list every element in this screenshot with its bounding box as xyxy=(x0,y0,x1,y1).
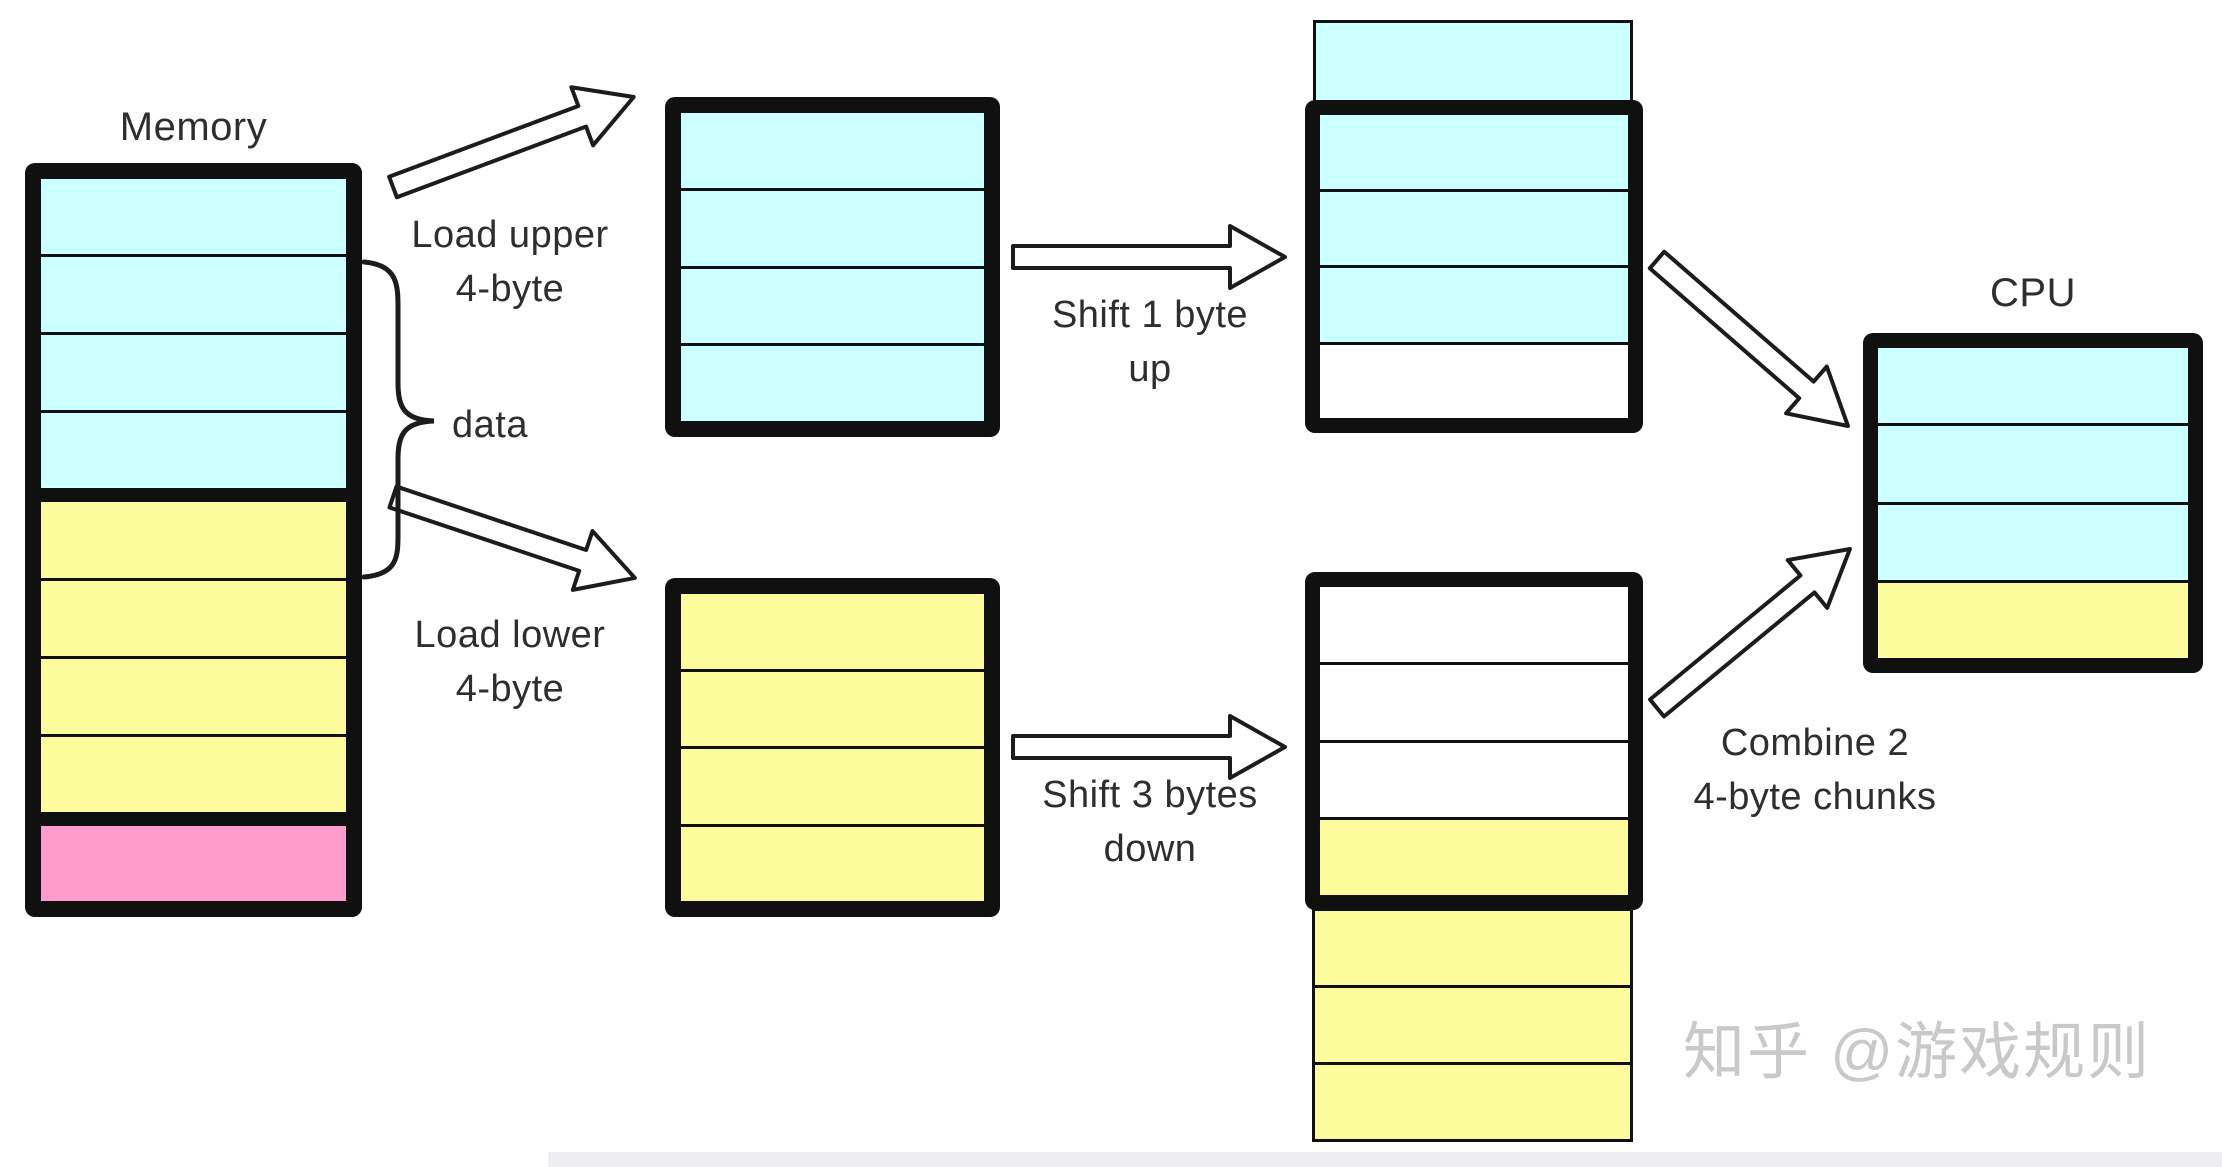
byte-cell-cyan xyxy=(41,179,346,255)
shift-up-line2: up xyxy=(1128,348,1172,390)
byte-cell-white xyxy=(1320,344,1628,418)
byte-cell-cyan xyxy=(1878,348,2188,424)
byte-cell-yellow xyxy=(1315,1065,1630,1139)
memory-lower-word xyxy=(41,502,346,812)
byte-cell-cyan xyxy=(1878,426,2188,502)
byte-cell-cyan xyxy=(1320,115,1628,189)
memory-title: Memory xyxy=(119,105,268,149)
byte-cell-yellow xyxy=(1315,911,1630,985)
shifted-upper-overflow xyxy=(1313,20,1633,104)
memory-next-word xyxy=(41,825,346,902)
shift-up-arrow xyxy=(1011,224,1287,290)
shift-down-label: Shift 3 bytes down xyxy=(1000,768,1300,876)
load-upper-line2: 4-byte xyxy=(455,268,565,310)
byte-cell-cyan xyxy=(1320,268,1628,342)
load-lower-label: Load lower 4-byte xyxy=(360,608,660,716)
byte-cell-cyan xyxy=(681,190,984,266)
lower-register-rows xyxy=(681,594,984,901)
load-upper-line1: Load upper xyxy=(411,214,609,256)
shifted-upper-overflow-rows xyxy=(1316,23,1630,101)
watermark: 知乎 @游戏规则 xyxy=(1683,1018,2152,1087)
combine-line1: Combine 2 xyxy=(1720,722,1910,764)
shifted-lower-rows xyxy=(1320,587,1628,895)
upper-register-block xyxy=(665,97,1000,437)
combine-label: Combine 2 4-byte chunks xyxy=(1640,716,1990,824)
byte-cell-yellow xyxy=(41,658,346,734)
memory-block xyxy=(25,163,362,917)
load-upper-label: Load upper 4-byte xyxy=(360,208,660,316)
byte-cell-yellow xyxy=(681,826,984,901)
combine-lower-arrow xyxy=(1648,546,1852,719)
byte-cell-yellow xyxy=(1878,582,2188,658)
byte-cell-yellow xyxy=(681,749,984,824)
byte-cell-white xyxy=(1320,664,1628,740)
load-lower-arrow xyxy=(387,484,637,592)
cpu-rows xyxy=(1878,348,2188,658)
combine-upper-arrow xyxy=(1647,249,1850,428)
shifted-lower-overflow xyxy=(1312,908,1633,1142)
shift-up-line1: Shift 1 byte xyxy=(1051,294,1249,336)
byte-cell-yellow xyxy=(1315,988,1630,1062)
byte-cell-white xyxy=(1320,587,1628,662)
shifted-upper-rows xyxy=(1320,115,1628,418)
byte-cell-cyan xyxy=(41,335,346,411)
byte-cell-pink xyxy=(41,825,346,902)
byte-cell-yellow xyxy=(681,671,984,746)
byte-cell-cyan xyxy=(681,113,984,188)
byte-cell-yellow xyxy=(41,502,346,578)
load-lower-line2: 4-byte xyxy=(455,668,565,710)
shift-up-label: Shift 1 byte up xyxy=(1000,288,1300,396)
byte-cell-white xyxy=(1320,742,1628,818)
memory-upper-word xyxy=(41,179,346,489)
byte-cell-yellow xyxy=(41,580,346,656)
byte-cell-cyan xyxy=(681,346,984,421)
combine-line2: 4-byte chunks xyxy=(1693,776,1937,818)
shift-down-line1: Shift 3 bytes xyxy=(1042,774,1258,816)
data-brace-label: data xyxy=(452,404,528,446)
byte-cell-cyan xyxy=(1316,23,1630,101)
byte-cell-cyan xyxy=(1320,191,1628,265)
shifted-lower-overflow-rows xyxy=(1315,911,1630,1139)
shifted-upper-block xyxy=(1305,100,1643,433)
cpu-block xyxy=(1863,333,2203,673)
bottom-edge-strip xyxy=(548,1152,2222,1167)
byte-cell-yellow xyxy=(681,594,984,669)
load-lower-line1: Load lower xyxy=(414,614,606,656)
byte-cell-yellow xyxy=(41,736,346,812)
load-upper-arrow xyxy=(387,85,636,200)
byte-cell-cyan xyxy=(681,268,984,344)
byte-cell-yellow xyxy=(1320,820,1628,895)
byte-cell-cyan xyxy=(41,257,346,333)
lower-register-block xyxy=(665,578,1000,917)
shifted-lower-block xyxy=(1305,572,1643,910)
byte-cell-cyan xyxy=(1878,504,2188,580)
shift-down-line2: down xyxy=(1103,828,1197,870)
cpu-title: CPU xyxy=(1990,271,2076,315)
upper-register-rows xyxy=(681,113,984,421)
byte-cell-cyan xyxy=(41,413,346,489)
